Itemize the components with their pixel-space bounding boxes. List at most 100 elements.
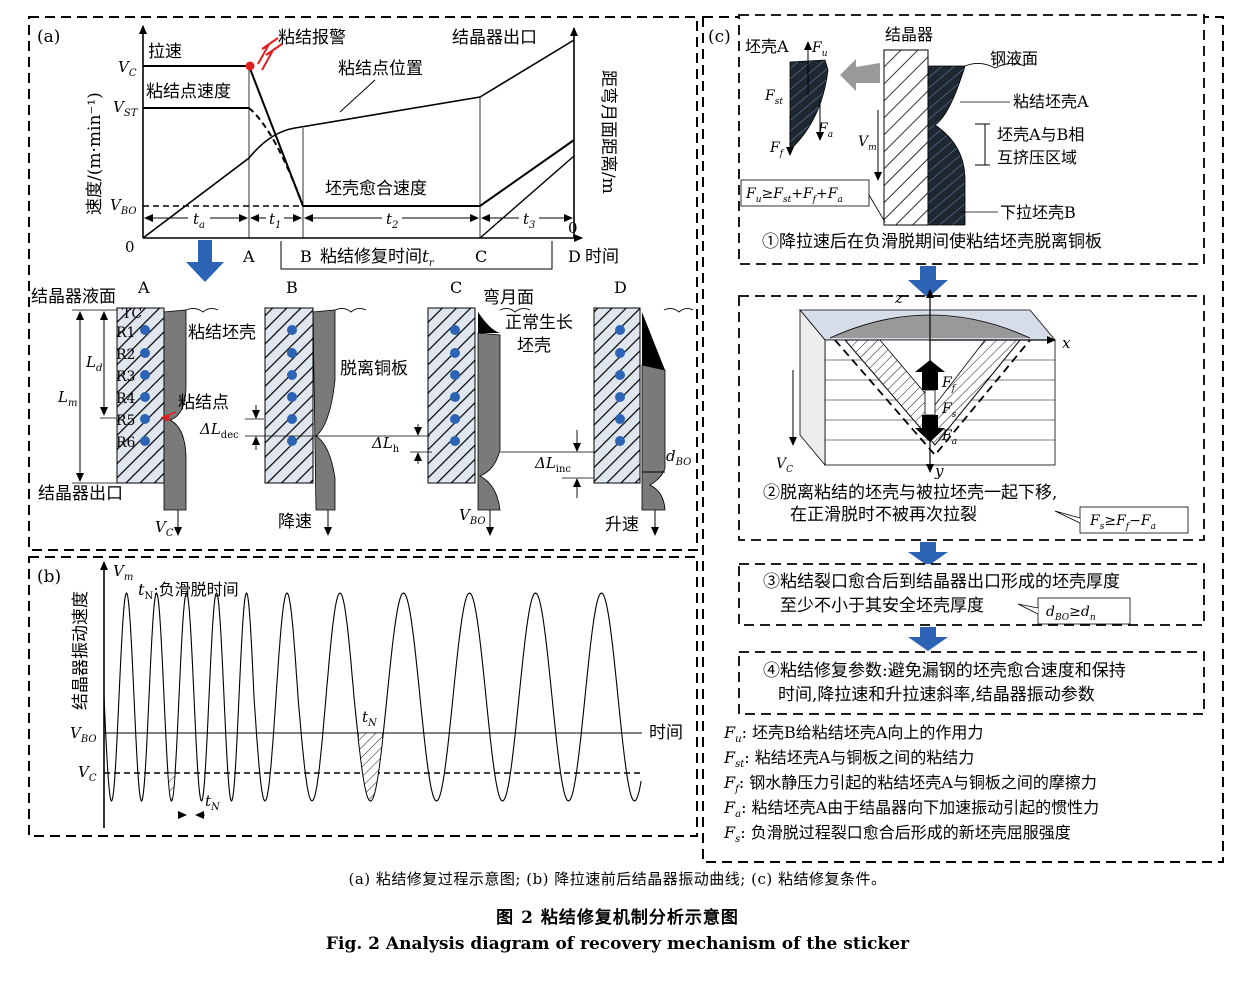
Fs-element — [924, 389, 936, 416]
figure-title-cn: 图 2 粘结修复机制分析示意图 — [496, 908, 739, 928]
panel-a-label: (a) — [37, 27, 60, 47]
axis-y-label: y — [934, 462, 944, 480]
def-Fs: Fs: 负滑脱过程裂口愈合后形成的新坯壳屈服强度 — [723, 823, 1071, 845]
vm-label: Vm — [858, 134, 877, 153]
a-xlabel: 时间 — [585, 247, 619, 267]
figure-title-en: Fig. 2 Analysis diagram of recovery mech… — [325, 934, 910, 954]
subfigure-caption: (a) 粘结修复过程示意图; (b) 降拉速前后结晶器振动曲线; (c) 粘结修… — [348, 870, 887, 888]
b-ylabel: 结晶器振动速度 — [71, 591, 91, 710]
dLh-label: ΔLh — [371, 434, 400, 455]
heal-speed-label: 坯壳愈合速度 — [325, 179, 427, 199]
dLinc-label: ΔLinc — [534, 454, 571, 475]
vbo-bottom-label: VBO — [459, 506, 486, 527]
squeeze-label-2: 互挤压区域 — [997, 148, 1077, 167]
pt-B: B — [300, 247, 312, 266]
legend-speed: 拉速 — [148, 42, 182, 62]
left-arrow-icon — [840, 59, 880, 91]
b-vc: VC — [78, 763, 97, 784]
mould-A-title: A — [137, 278, 150, 297]
pt-D: D — [568, 247, 581, 266]
step1-box — [738, 14, 1205, 265]
repair-time-bg — [315, 244, 465, 266]
shell-A-shape — [789, 59, 829, 151]
mould-C-title: C — [450, 278, 462, 297]
zero-left: 0 — [125, 238, 135, 256]
Ff-up-arrow-icon — [915, 360, 945, 390]
tc-label: TC — [122, 306, 142, 322]
alarm-point — [245, 61, 255, 71]
dbo-condition-box — [1037, 597, 1131, 625]
block-3d — [799, 308, 1056, 467]
svg-text:t1: t1 — [269, 210, 281, 231]
pulled-B-label: 下拉坯壳B — [1000, 203, 1076, 222]
repair-time-bracket — [280, 241, 553, 270]
down-arrow-icon — [186, 240, 224, 282]
b-tn-small: tN — [205, 792, 221, 813]
interval-t1: t1 — [250, 208, 302, 231]
panel-b-frame — [28, 556, 698, 837]
r6-label: R6 — [116, 435, 136, 451]
definitions: Fu: 坯壳B给粘结坯壳A向上的作用力 Fst: 粘结坯壳A与铜板之间的粘结力 … — [723, 723, 1099, 845]
vst-label: VST — [113, 98, 139, 119]
squeeze-label-1: 坯壳A与B相 — [997, 125, 1084, 144]
a-ylabel-left: 速度/(m·min⁻¹) — [85, 92, 105, 215]
svg-text:t2: t2 — [386, 210, 398, 231]
r4-label: R4 — [116, 391, 136, 407]
interval-t3: t3 — [481, 208, 573, 231]
arrow-3-4-icon — [908, 627, 948, 651]
interval-t2: t2 — [304, 208, 479, 231]
dLdec-label: ΔLdec — [199, 420, 239, 441]
vc-label: VC — [118, 58, 137, 79]
Lm-label: Lm — [57, 388, 77, 409]
a-ylabel-right: 距弯月面距离/m — [598, 70, 618, 194]
step2-text-2: 在正滑脱时不被再次拉裂 — [790, 505, 977, 525]
thermocouples — [140, 325, 625, 446]
zero-right: 0 — [568, 219, 578, 237]
step4-text-2: 时间,降拉速和升拉速斜率,结晶器振动参数 — [778, 685, 1095, 705]
r1-label: R1 — [116, 325, 135, 341]
fs-condition-box — [1079, 506, 1189, 534]
mould-label: 结晶器 — [885, 25, 933, 44]
sticker-speed-drop — [248, 107, 304, 207]
mould-level-label: 结晶器液面 — [31, 287, 116, 307]
Fa-down-arrow-icon — [915, 415, 945, 442]
step3-text-2: 至少不小于其安全坯壳厚度 — [780, 596, 984, 616]
force-balance-box — [740, 179, 870, 207]
mould-B — [264, 307, 367, 536]
svg-text:t3: t3 — [523, 210, 535, 231]
step4-box — [738, 651, 1205, 715]
interval-ta: ta — [144, 208, 248, 231]
r5-label: R5 — [116, 413, 135, 429]
sticker-point-label: 粘结点 — [178, 393, 229, 413]
negative-strip-small — [167, 772, 176, 802]
def-Ff: Ff: 钢水静压力引起的粘结坯壳A与铜板之间的摩擦力 — [723, 773, 1097, 795]
dbo-condition-pointer — [1017, 603, 1039, 615]
oscillation-curve — [103, 592, 642, 802]
step1-text: ①降拉速后在负滑脱期间使粘结坯壳脱离铜板 — [762, 231, 1102, 252]
r2-label: R2 — [116, 347, 135, 363]
stuck-shell-label: 粘结坯壳 — [188, 323, 256, 343]
arrow-1-2-icon — [908, 266, 948, 298]
detach-label: 脱离铜板 — [340, 359, 408, 379]
shell-A-label: 坯壳A — [745, 37, 789, 56]
position-restart — [479, 155, 575, 239]
def-Fst: Fst: 粘结坯壳A与铜板之间的粘结力 — [723, 748, 974, 770]
b-xlabel: 时间 — [649, 723, 683, 743]
accel-label: 升速 — [605, 515, 639, 535]
dbo-label: dBO — [666, 447, 691, 468]
step3-text-1: ③粘结裂口愈合后到结晶器出口形成的坯壳厚度 — [763, 572, 1120, 592]
panel-a-frame — [28, 16, 698, 551]
b-tn-big: tN — [362, 708, 378, 729]
mould-B-title: B — [286, 278, 298, 297]
meniscus-label: 弯月面 — [483, 288, 534, 308]
repair-time-label: 粘结修复时间tr — [320, 247, 435, 269]
alarm-bolt-icon-2 — [261, 43, 283, 71]
def-Fa: Fa: 粘结坯壳A由于结晶器向下加速振动引起的惯性力 — [723, 798, 1099, 820]
alarm-bolt-icon — [257, 37, 279, 65]
step2-text-1: ②脱离粘结的坯壳与被拉坯壳一起下移, — [763, 483, 1057, 503]
mould-exit-label: 结晶器出口 — [38, 484, 123, 504]
force-balance-eq: Fu≥Fst+Ff+Fa — [745, 186, 843, 205]
normal-growth-label: 正常生长 — [505, 313, 573, 333]
pt-A: A — [242, 247, 255, 266]
